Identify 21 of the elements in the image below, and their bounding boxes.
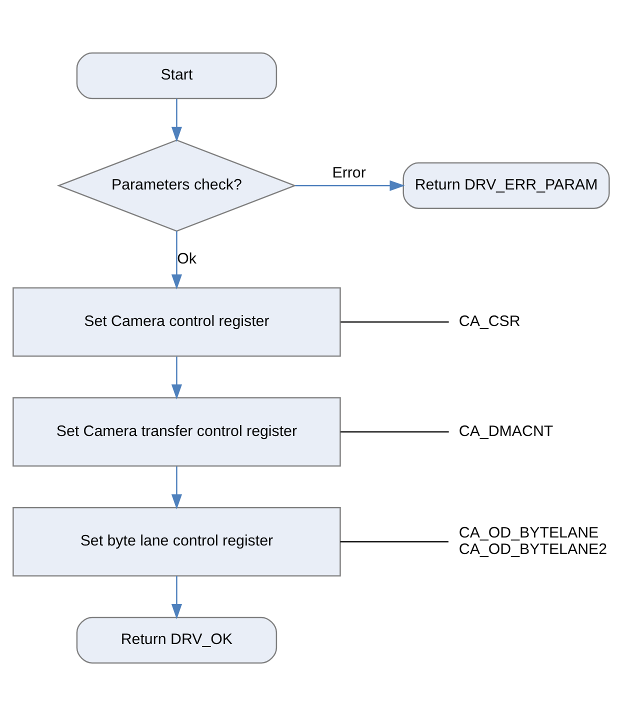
node-text: CA_DMACNT bbox=[458, 422, 554, 440]
arrow bbox=[295, 180, 405, 190]
arrow bbox=[171, 466, 182, 509]
connector bbox=[340, 540, 448, 542]
node-box: Set Camera transfer control register bbox=[12, 396, 341, 466]
node-box: Start bbox=[76, 52, 278, 99]
edge-label: Ok bbox=[177, 250, 196, 267]
node-box: Return DRV_ERR_PARAM bbox=[402, 162, 610, 208]
node-box: Set byte lane control register bbox=[12, 506, 341, 576]
connector bbox=[340, 320, 449, 322]
edge-label: Error bbox=[332, 164, 366, 182]
arrow bbox=[171, 576, 182, 619]
arrow bbox=[171, 98, 182, 142]
node-box: Return DRV_OK bbox=[76, 616, 278, 664]
node-text: CA_OD_BYTELANE CA_OD_BYTELANE2 bbox=[458, 524, 608, 558]
node-box: Set Camera control register bbox=[12, 286, 341, 356]
arrow bbox=[171, 230, 182, 290]
arrow bbox=[171, 356, 182, 400]
node-text: CA_CSR bbox=[458, 312, 520, 330]
node-diamond: Parameters check? bbox=[56, 139, 297, 232]
connector bbox=[340, 430, 449, 432]
